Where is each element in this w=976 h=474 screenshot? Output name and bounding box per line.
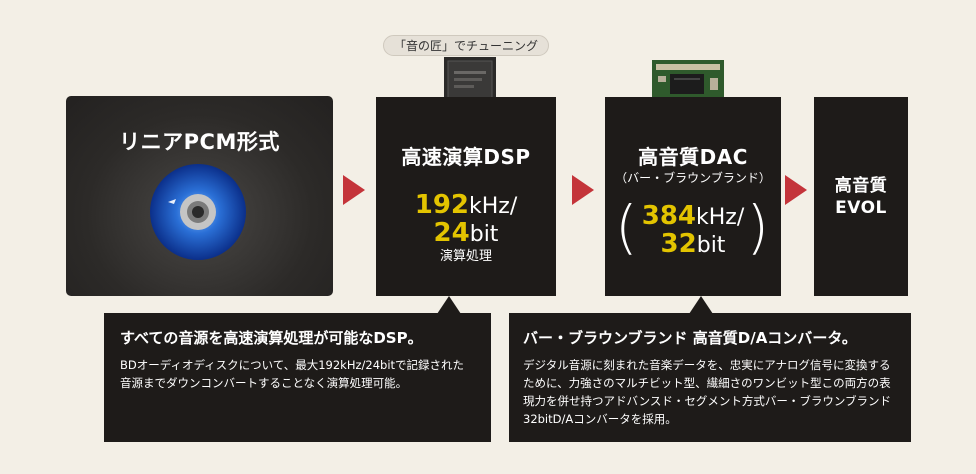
dac-spec: 384kHz/ 32bit	[605, 203, 781, 259]
dsp-box: 高速演算DSP 192kHz/ 24bit 演算処理	[376, 97, 556, 296]
tuning-label: 「音の匠」でチューニング	[376, 35, 556, 56]
dsp-spec-rate: 192	[414, 190, 470, 220]
blu-ray-disc-icon	[150, 164, 246, 260]
flow-arrow-2	[572, 175, 594, 205]
linear-pcm-title: リニアPCM形式	[119, 130, 280, 154]
dac-spec-bits-unit: bit	[696, 233, 726, 258]
dac-description-heading: バー・ブラウンブランド 高音質D/Aコンバータ。	[523, 329, 857, 347]
dac-box: 高音質DAC （バー・ブラウンブランド） ( ) 384kHz/ 32bit	[605, 97, 781, 296]
dac-paren-right: )	[746, 193, 769, 261]
dac-spec-bits: 32	[660, 229, 697, 259]
dac-title: 高音質DAC	[638, 145, 748, 169]
dac-description-body: デジタル音源に刻まれた音楽データを、忠実にアナログ信号に変換するために、力強さの…	[523, 358, 891, 426]
callout-pointer-left	[437, 296, 461, 314]
evol-box: 高音質 EVOL	[814, 97, 908, 296]
flow-arrow-3	[785, 175, 807, 205]
dac-paren-left: (	[615, 193, 638, 261]
evol-title: 高音質 EVOL	[814, 175, 908, 219]
dsp-spec-rate-unit: kHz/	[469, 194, 518, 219]
dsp-spec-bits: 24	[433, 218, 470, 248]
callout-pointer-right	[689, 296, 713, 314]
dsp-description-panel: すべての音源を高速演算処理が可能なDSP。 BDオーディオディスクについて、最大…	[104, 313, 491, 442]
tuning-label-text: 「音の匠」でチューニング	[382, 35, 549, 56]
evol-title-line2: EVOL	[835, 198, 887, 218]
dsp-description-heading: すべての音源を高速演算処理が可能なDSP。	[120, 329, 423, 347]
dsp-title: 高速演算DSP	[401, 145, 531, 169]
evol-title-line1: 高音質	[834, 176, 888, 196]
dsp-spec: 192kHz/ 24bit	[376, 192, 556, 248]
dac-spec-rate-unit: kHz/	[696, 205, 745, 230]
dsp-description-body: BDオーディオディスクについて、最大192kHz/24bitで記録された音源まで…	[120, 358, 465, 390]
dsp-spec-bits-unit: bit	[469, 222, 499, 247]
flow-arrow-1	[343, 175, 365, 205]
dac-subtitle: （バー・ブラウンブランド）	[615, 171, 771, 185]
dac-description-panel: バー・ブラウンブランド 高音質D/Aコンバータ。 デジタル音源に刻まれた音楽デー…	[509, 313, 911, 442]
dsp-note: 演算処理	[439, 249, 492, 264]
dac-spec-rate: 384	[641, 201, 697, 231]
